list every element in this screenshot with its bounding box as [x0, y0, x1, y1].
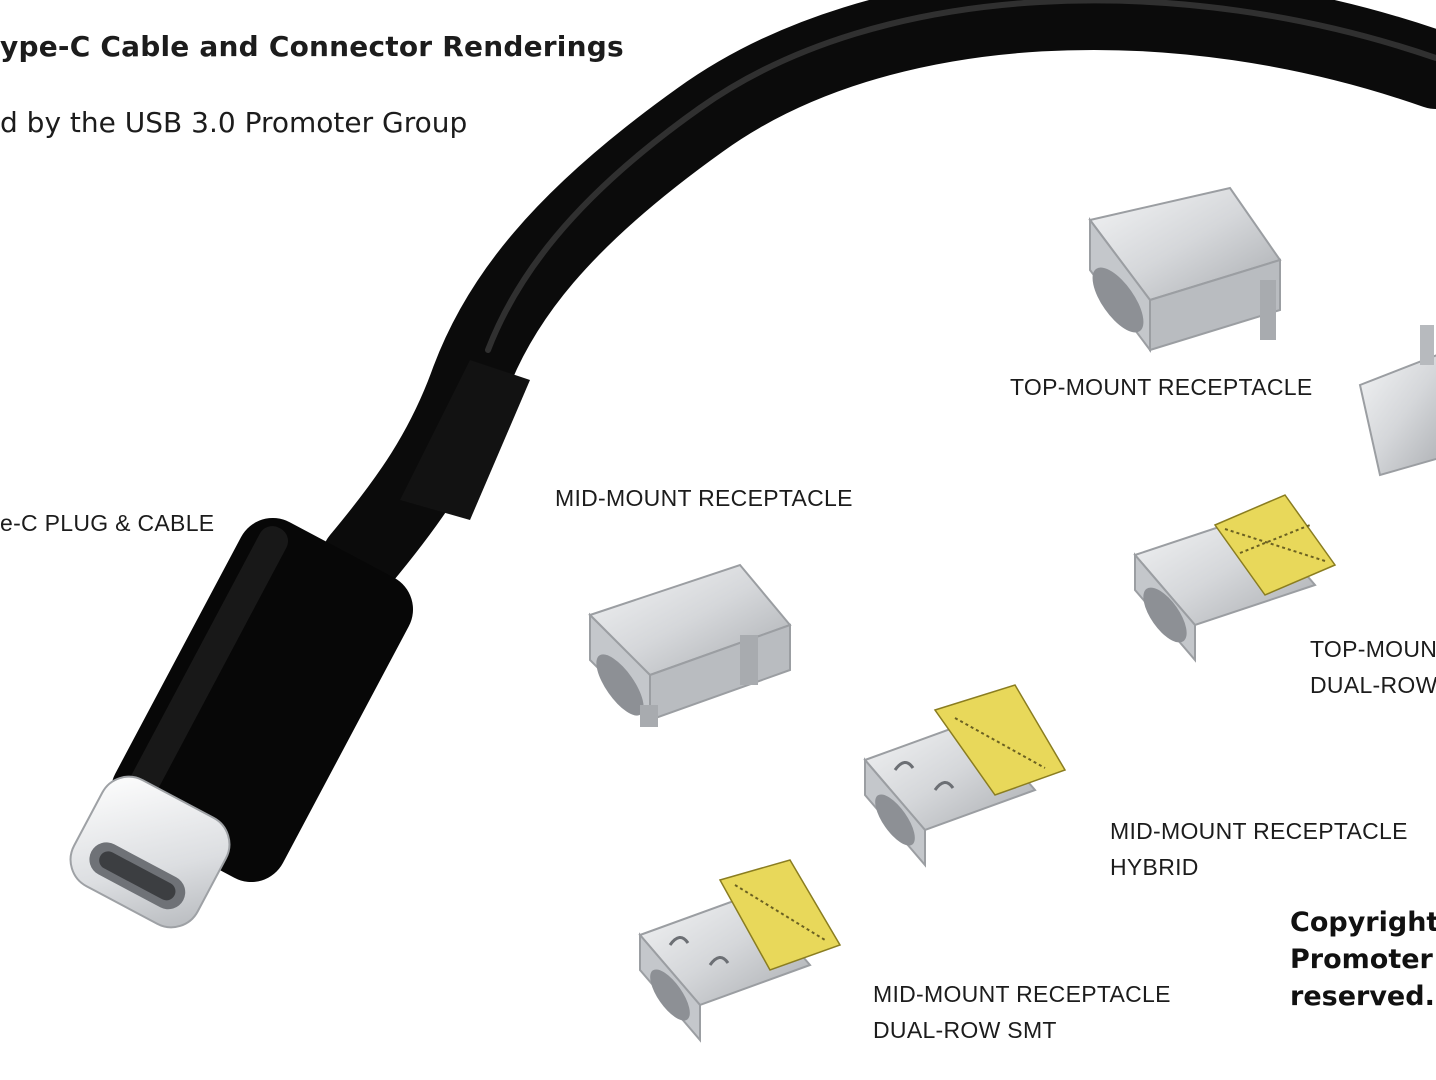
cable-highlight: [485, 0, 1436, 353]
label-mid-mount-hybrid-line2: HYBRID: [1110, 854, 1199, 880]
copyright-line3: reserved.: [1290, 981, 1435, 1012]
copyright-line1: Copyright: [1290, 907, 1436, 938]
top-mount-receptacle: [1088, 186, 1282, 353]
label-mid-mount: MID-MOUNT RECEPTACLE: [555, 485, 853, 511]
label-mid-mount-hybrid-line1: MID-MOUNT RECEPTACLE: [1110, 818, 1408, 844]
label-top-mount-dual-line2: DUAL-ROW: [1310, 672, 1436, 698]
plug-shell: [69, 775, 231, 929]
label-plug-cable: e-C PLUG & CABLE: [0, 510, 215, 536]
copyright-line2: Promoter: [1290, 944, 1433, 975]
page-title: ype-C Cable and Connector Renderings: [0, 30, 624, 63]
plug-overmold: [110, 517, 414, 883]
copyright-notice: Copyright Promoter reserved.: [1290, 904, 1436, 1015]
top-mount-dual-row-receptacle: [1133, 494, 1337, 663]
top-mount-receptacle-partial: [1358, 325, 1436, 477]
strain-relief: [400, 360, 530, 520]
label-top-mount-dual-line1: TOP-MOUN: [1310, 636, 1436, 662]
page-subtitle: d by the USB 3.0 Promoter Group: [0, 106, 468, 139]
label-mid-mount-dual-line2: DUAL-ROW SMT: [873, 1017, 1057, 1043]
label-mid-mount-dual-line1: MID-MOUNT RECEPTACLE: [873, 981, 1171, 1007]
mid-mount-dual-row-smt-receptacle: [638, 859, 842, 1043]
mid-mount-receptacle: [588, 563, 792, 727]
label-top-mount: TOP-MOUNT RECEPTACLE: [1010, 374, 1313, 400]
usb-c-plug-and-cable: [69, 0, 1436, 929]
mid-mount-hybrid-receptacle: [863, 684, 1067, 868]
